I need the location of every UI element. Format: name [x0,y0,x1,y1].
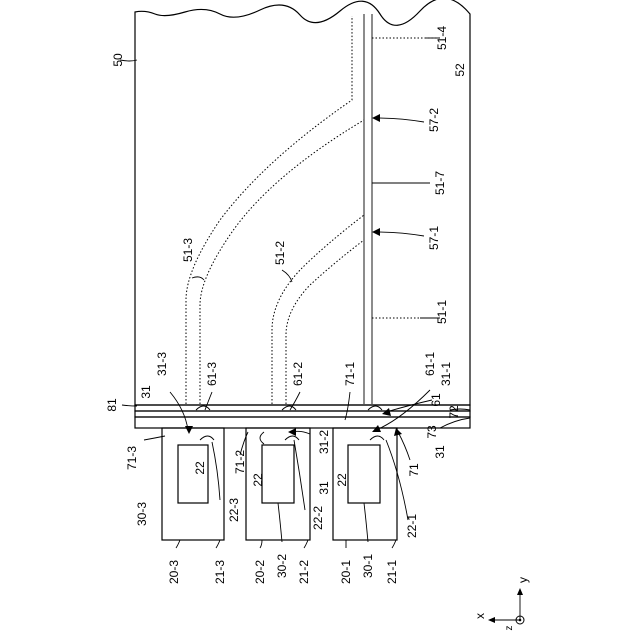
label-71-2: 71-2 [233,450,247,474]
arrow-31-1 [376,390,430,430]
arrow-31-2-head [288,428,296,436]
label-31-3: 31-3 [155,352,169,376]
label-51-3: 51-3 [181,238,195,262]
axis-y-label: y [516,577,530,583]
loop-61-3 [196,406,210,410]
leader-51-2 [282,270,292,282]
label-22-c: 22 [335,473,349,487]
label-71-3: 71-3 [125,446,139,470]
label-51-2: 51-2 [273,241,287,265]
leader-20-2 [260,540,262,548]
label-51-1: 51-1 [435,300,449,324]
axis-x-label: x [473,613,487,619]
leader-21-3 [216,540,220,548]
label-51-7: 51-7 [433,171,447,195]
label-31-a: 31 [139,385,153,399]
label-31-2: 31-2 [317,430,331,454]
layer-61 [135,411,470,417]
arrow-57-2 [376,118,424,122]
label-20-3: 20-3 [167,560,181,584]
label-22-3: 22-3 [227,498,241,522]
leader-21-2 [304,540,308,548]
label-31-b: 31 [433,445,447,459]
leader-71-1 [345,392,350,420]
label-72: 72 [447,405,461,419]
arrow-57-2-head [372,114,380,122]
loop-61-2 [282,406,296,410]
axis-x-arrowhead [488,617,495,623]
label-71-1: 71-1 [343,362,357,386]
label-51-4: 51-4 [435,26,449,50]
arrow-31-3-head [185,426,193,434]
label-31-c: 31 [317,481,331,495]
loop-31-2 [260,432,264,444]
label-73: 73 [425,425,439,439]
label-22-b: 22 [251,473,265,487]
element-30-1 [348,445,380,503]
label-30-2: 30-2 [275,554,289,578]
label-71: 71 [407,463,421,477]
arrow-57-1 [376,232,424,236]
label-61-2: 61-2 [291,362,305,386]
loop-22-2 [285,436,299,440]
layer-81 [135,405,470,411]
arrow-61 [386,400,432,412]
arrow-71-head [394,428,402,436]
label-20-1: 20-1 [339,560,353,584]
leader-61-3 [205,392,212,410]
branch-51-3-outer [186,16,352,404]
label-61-1: 61-1 [423,352,437,376]
label-30-1: 30-1 [361,554,375,578]
loop-22-1 [370,436,384,440]
arrow-57-1-head [372,228,380,236]
leader-21-1 [392,540,396,548]
leader-51-3 [192,277,204,280]
axis-z-dot [519,619,522,622]
label-50: 50 [111,53,125,67]
axes-indicator: y x z [473,577,530,631]
label-21-2: 21-2 [297,560,311,584]
label-21-1: 21-1 [385,560,399,584]
body-50-outline [135,0,470,405]
leader-30-2 [278,503,282,542]
leader-30-1 [364,503,368,542]
label-21-3: 21-3 [213,560,227,584]
leader-22-3 [212,442,220,500]
loop-61-1 [368,406,382,410]
label-22-2: 22-2 [311,506,325,530]
label-52: 52 [453,63,467,77]
label-57-1: 57-1 [427,226,441,250]
label-61: 61 [429,393,443,407]
axis-z-label: z [504,626,515,631]
axis-y-arrowhead [517,588,523,595]
label-31-1: 31-1 [439,362,453,386]
label-81: 81 [105,398,119,412]
label-30-3: 30-3 [135,502,149,526]
label-57-2: 57-2 [427,108,441,132]
leader-20-3 [176,540,180,548]
element-30-2 [262,445,294,503]
label-22-a: 22 [193,461,207,475]
leader-61-2 [290,392,300,410]
arrow-61-head [382,408,391,416]
arrow-71 [398,432,410,460]
label-20-2: 20-2 [253,560,267,584]
loop-22-3 [200,436,214,440]
leader-22-2 [294,440,305,510]
label-22-1: 22-1 [405,514,419,538]
label-61-3: 61-3 [205,362,219,386]
